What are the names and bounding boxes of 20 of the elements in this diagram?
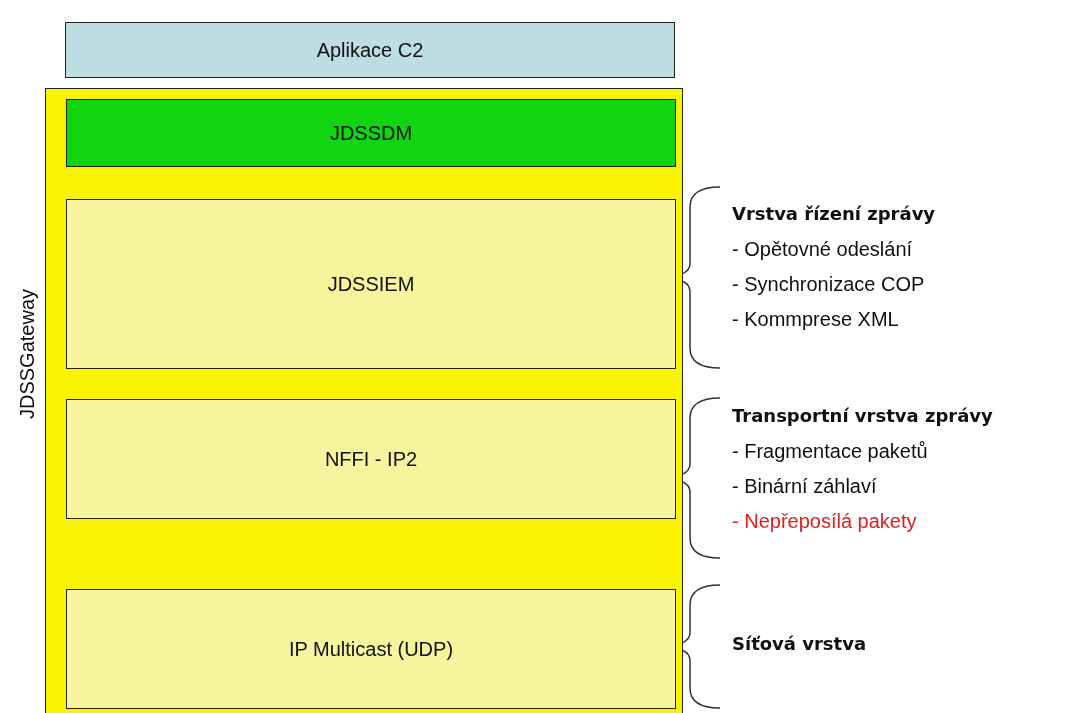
layer-name: Aplikace C2 xyxy=(315,38,425,62)
layer-name: JDSSDM xyxy=(328,121,414,145)
layer-box xyxy=(66,99,676,167)
layer-heading: Vrstva řízení zprávy xyxy=(732,203,936,224)
layer-name: JDSSIEM xyxy=(326,272,416,296)
layer-box xyxy=(66,589,676,709)
layer-heading: Síťová vrstva xyxy=(732,633,867,654)
layer-box xyxy=(66,199,676,369)
feature-item: - Synchronizace COP xyxy=(732,273,925,296)
application-box xyxy=(65,22,675,78)
feature-item: - Kommprese XML xyxy=(732,308,899,331)
vertical-title: JDSSGateway xyxy=(16,288,39,419)
feature-item: - Nepřeposílá pakety xyxy=(732,510,917,533)
feature-item: - Opětovné odeslání xyxy=(732,238,913,261)
feature-item: - Binární záhlaví xyxy=(732,475,877,498)
layer-heading: Transportní vrstva zprávy xyxy=(732,405,993,426)
feature-item: - Fragmentace paketů xyxy=(732,440,928,463)
layer-box xyxy=(66,399,676,519)
layer-name: IP Multicast (UDP) xyxy=(287,637,455,661)
layer-name: NFFI - IP2 xyxy=(323,447,419,471)
